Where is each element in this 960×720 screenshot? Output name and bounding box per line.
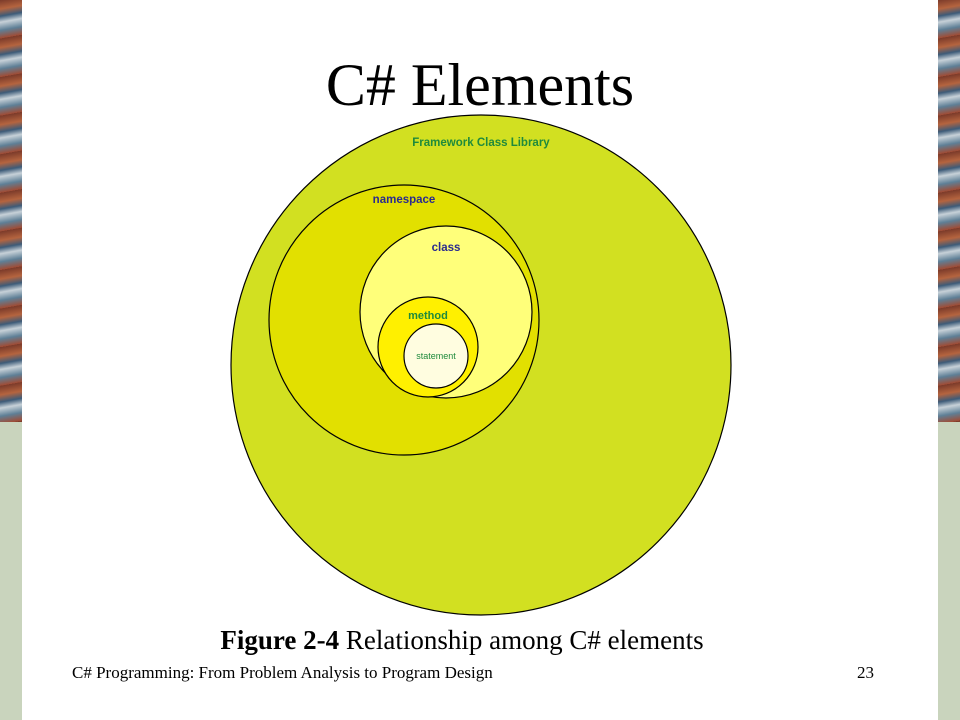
figure-label: Figure 2-4 — [220, 625, 340, 655]
left-decorative-strip — [0, 0, 22, 720]
label-class: class — [432, 242, 461, 254]
circle-statement — [403, 323, 469, 389]
label-framework-class-library: Framework Class Library — [412, 137, 550, 149]
label-method: method — [408, 310, 448, 322]
right-photo-strip — [938, 0, 960, 422]
slide-title: C# Elements — [325, 52, 635, 118]
figure-caption: Figure 2-4 Relationship among C# element… — [0, 622, 924, 658]
footer-page-number: 23 — [857, 663, 874, 682]
right-decorative-strip — [938, 0, 960, 720]
left-photo-strip — [0, 0, 22, 422]
right-color-band — [938, 422, 960, 720]
label-namespace: namespace — [373, 194, 436, 206]
label-statement: statement — [416, 351, 456, 361]
left-color-band — [0, 422, 22, 720]
footer-course-title: C# Programming: From Problem Analysis to… — [72, 663, 493, 682]
figure-caption-text: Relationship among C# elements — [345, 625, 704, 655]
